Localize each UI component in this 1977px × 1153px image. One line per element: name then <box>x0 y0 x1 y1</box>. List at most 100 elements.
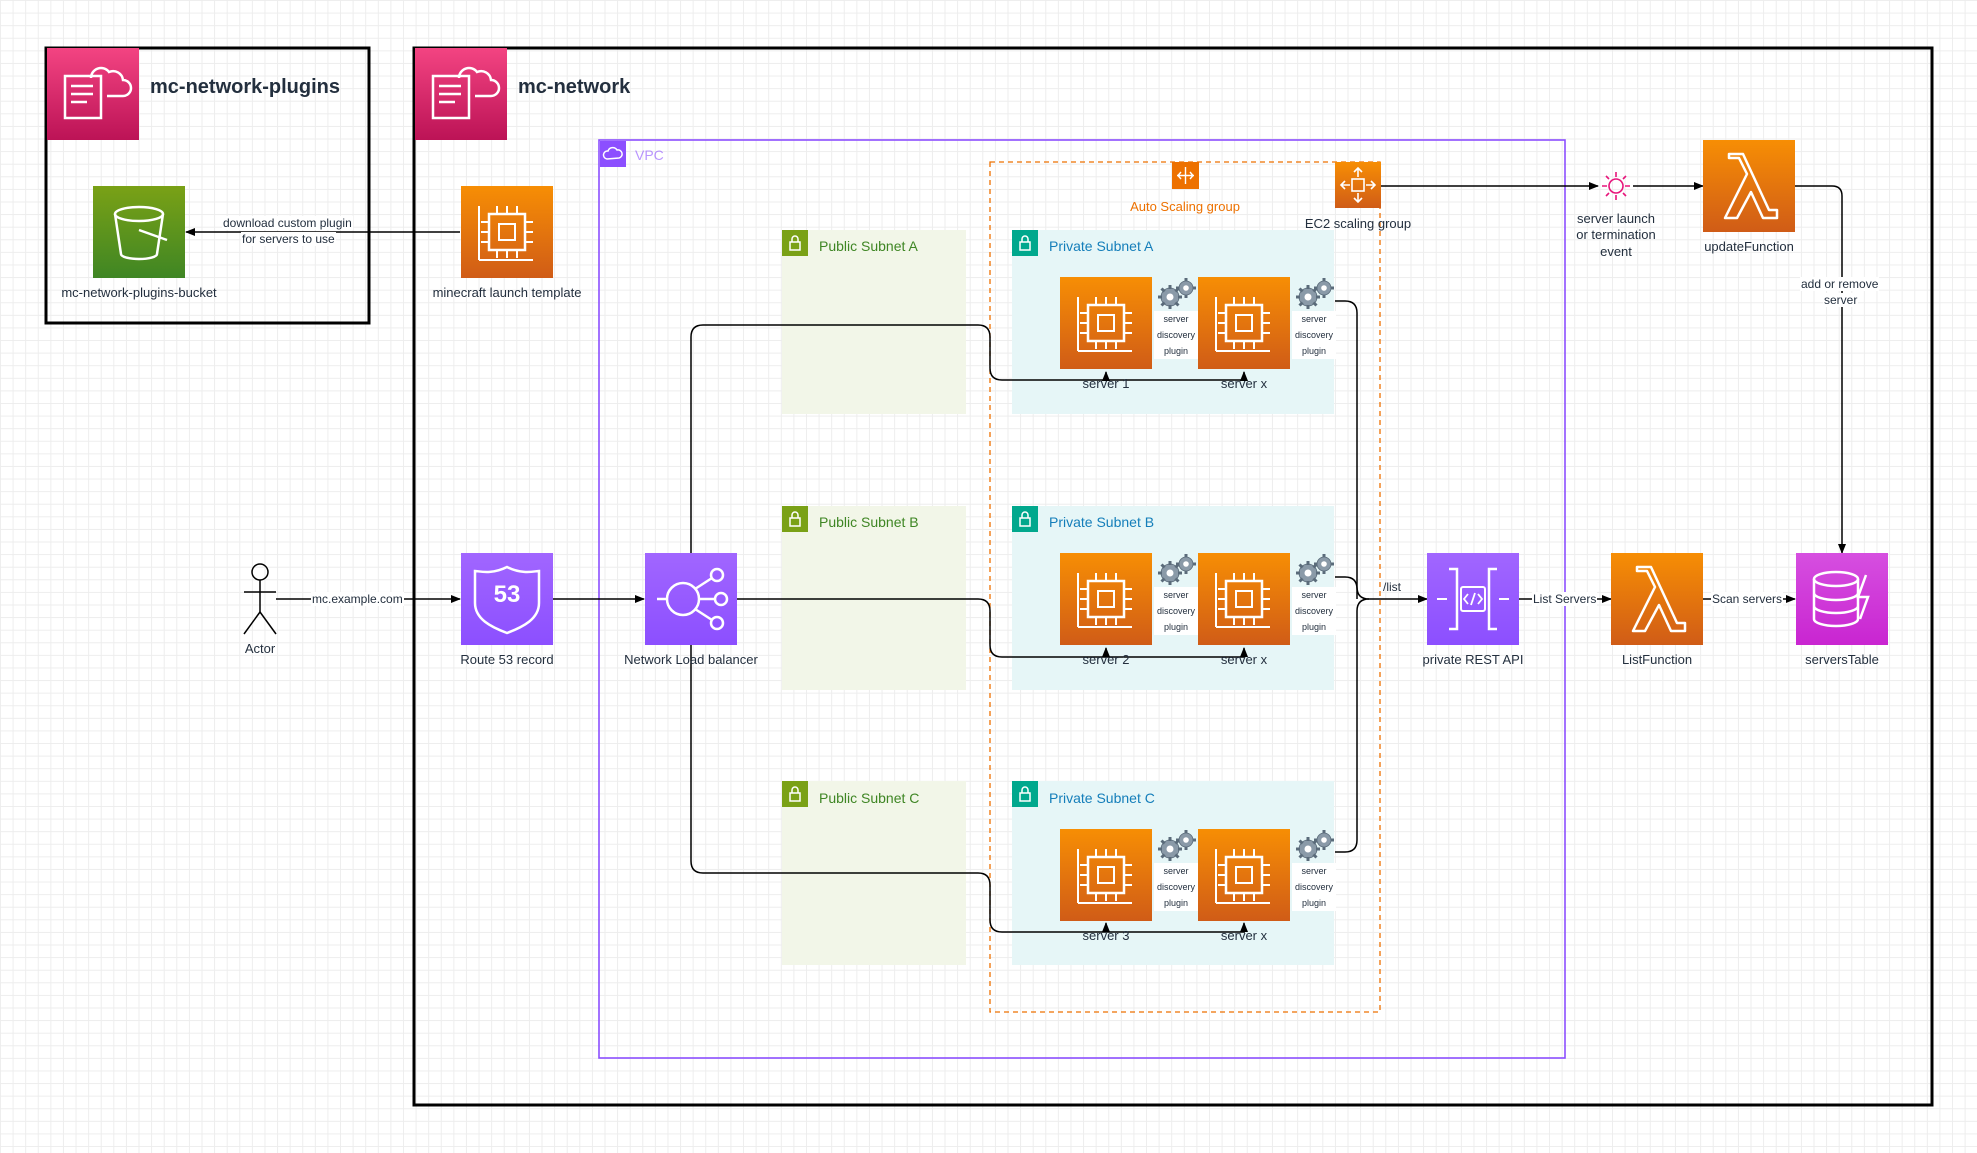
plugin-text-line: plugin <box>1301 898 1327 908</box>
plugins-account-box <box>44 46 371 325</box>
private-subnet-a-lock-icon <box>1012 230 1038 256</box>
gears-icon <box>1296 554 1334 585</box>
launch-template-icon[interactable] <box>461 186 553 278</box>
gears-icon <box>1158 554 1196 585</box>
update-function-label: updateFunction <box>1704 239 1794 254</box>
public-subnet-c-lock-icon <box>782 781 808 807</box>
public-subnet-c-label: Public Subnet C <box>819 790 920 806</box>
plugin-text-line: discovery <box>1156 330 1195 340</box>
servers-table-label: serversTable <box>1805 652 1879 667</box>
scan-servers-label: Scan servers <box>1711 592 1784 606</box>
server-discovery-plugin[interactable]: server discovery plugin <box>1292 277 1336 377</box>
actor-label: Actor <box>244 641 276 656</box>
plugin-text-line: plugin <box>1163 346 1189 356</box>
private-subnet-b-label: Private Subnet B <box>1049 514 1155 530</box>
nlb-icon[interactable] <box>645 553 737 645</box>
ec2-server-icon[interactable] <box>1060 829 1152 921</box>
public-subnet-a-area <box>782 230 966 414</box>
server-label: server x <box>1220 652 1268 667</box>
plugin-text-line: discovery <box>1294 882 1333 892</box>
server-discovery-plugin[interactable]: server discovery plugin <box>1292 829 1336 929</box>
s3-bucket-label: mc-network-plugins-bucket <box>61 285 217 300</box>
vpc-label: VPC <box>635 147 664 163</box>
plugin-text-line: server <box>1163 590 1189 600</box>
nlb-label: Network Load balancer <box>624 652 758 667</box>
network-account-title: mc-network <box>518 76 631 98</box>
plugin-text-line: server <box>1301 866 1327 876</box>
mc-domain-label: mc.example.com <box>311 592 404 606</box>
network-account-icon <box>415 48 507 140</box>
gears-icon <box>1296 830 1334 861</box>
download-label-line1: download custom plugin <box>222 216 353 230</box>
network-account-box <box>412 46 1934 1107</box>
edge-plugin-c-api <box>1335 598 1370 853</box>
rest-api-label: private REST API <box>1422 652 1524 667</box>
server-discovery-plugin[interactable]: server discovery plugin <box>1154 829 1198 929</box>
server-label: server 2 <box>1082 652 1130 667</box>
plugin-text-line: plugin <box>1163 898 1189 908</box>
public-subnet-b-lock-icon <box>782 506 808 532</box>
private-subnet-c-lock-icon <box>1012 781 1038 807</box>
plugin-text-line: discovery <box>1156 882 1195 892</box>
add-remove-label-line2: server <box>1823 293 1859 307</box>
gears-icon <box>1158 278 1196 309</box>
launch-template-label: minecraft launch template <box>432 285 582 300</box>
edge-nlb-middle <box>737 598 1245 658</box>
server-discovery-plugin[interactable]: server discovery plugin <box>1292 553 1336 653</box>
list-function-label: ListFunction <box>1621 652 1693 667</box>
route53-icon[interactable]: 53 <box>461 553 553 645</box>
rest-api-icon[interactable] <box>1427 553 1519 645</box>
private-subnet-a-label: Private Subnet A <box>1049 238 1154 254</box>
server-label: server x <box>1220 376 1268 391</box>
plugin-text-line: plugin <box>1301 346 1327 356</box>
list-path-label: /list <box>1383 580 1401 594</box>
plugin-text-line: server <box>1163 866 1189 876</box>
server-discovery-plugin[interactable]: server discovery plugin <box>1154 277 1198 377</box>
private-subnet-b-lock-icon <box>1012 506 1038 532</box>
server-label: server x <box>1220 928 1268 943</box>
servers-table-icon[interactable] <box>1796 553 1888 645</box>
plugin-text-line: discovery <box>1294 606 1333 616</box>
ec2-server-icon[interactable] <box>1198 553 1290 645</box>
ec2-server-icon[interactable] <box>1060 277 1152 369</box>
edge-updatefn-table <box>1749 185 1846 554</box>
public-subnet-b-label: Public Subnet B <box>819 514 919 530</box>
edge-plugin-b-api <box>1335 576 1358 599</box>
plugins-account-icon <box>47 48 139 140</box>
route53-label: Route 53 record <box>460 652 554 667</box>
plugin-text-line: plugin <box>1163 622 1189 632</box>
event-label-1: server launch <box>1576 211 1656 226</box>
plugin-text-line: server <box>1301 314 1327 324</box>
gears-icon <box>1296 278 1334 309</box>
edge-nlb-trunk <box>690 324 1245 553</box>
s3-bucket-icon[interactable] <box>93 186 185 278</box>
ec2-scaling-icon[interactable] <box>1335 162 1381 208</box>
list-function-icon[interactable] <box>1611 553 1703 645</box>
ec2-server-icon[interactable] <box>1198 277 1290 369</box>
ec2-server-icon[interactable] <box>1198 829 1290 921</box>
edge-plugin-a-api <box>1335 300 1428 603</box>
plugins-account-title: mc-network-plugins <box>150 76 341 98</box>
plugin-text-line: plugin <box>1301 622 1327 632</box>
plugin-text-line: server <box>1163 314 1189 324</box>
plugin-text-line: discovery <box>1294 330 1333 340</box>
asg-box <box>989 161 1381 1013</box>
list-servers-label: List Servers <box>1532 592 1598 606</box>
server-label: server 1 <box>1082 376 1130 391</box>
server-label: server 3 <box>1082 928 1130 943</box>
plugin-text-line: server <box>1301 590 1327 600</box>
update-function-icon[interactable] <box>1703 140 1795 232</box>
public-subnet-b-area <box>782 506 966 690</box>
private-subnet-c-label: Private Subnet C <box>1049 790 1155 806</box>
edge-nlb-bottom <box>690 645 1245 933</box>
route53-badge: 53 <box>493 581 521 608</box>
event-label-3: event <box>1600 244 1632 259</box>
ec2-server-icon[interactable] <box>1060 553 1152 645</box>
public-subnet-a-label: Public Subnet A <box>819 238 918 254</box>
asg-icon <box>1172 162 1199 189</box>
ec2-scaling-label: EC2 scaling group <box>1304 216 1412 231</box>
vpc-icon <box>600 141 626 167</box>
public-subnet-a-lock-icon <box>782 230 808 256</box>
